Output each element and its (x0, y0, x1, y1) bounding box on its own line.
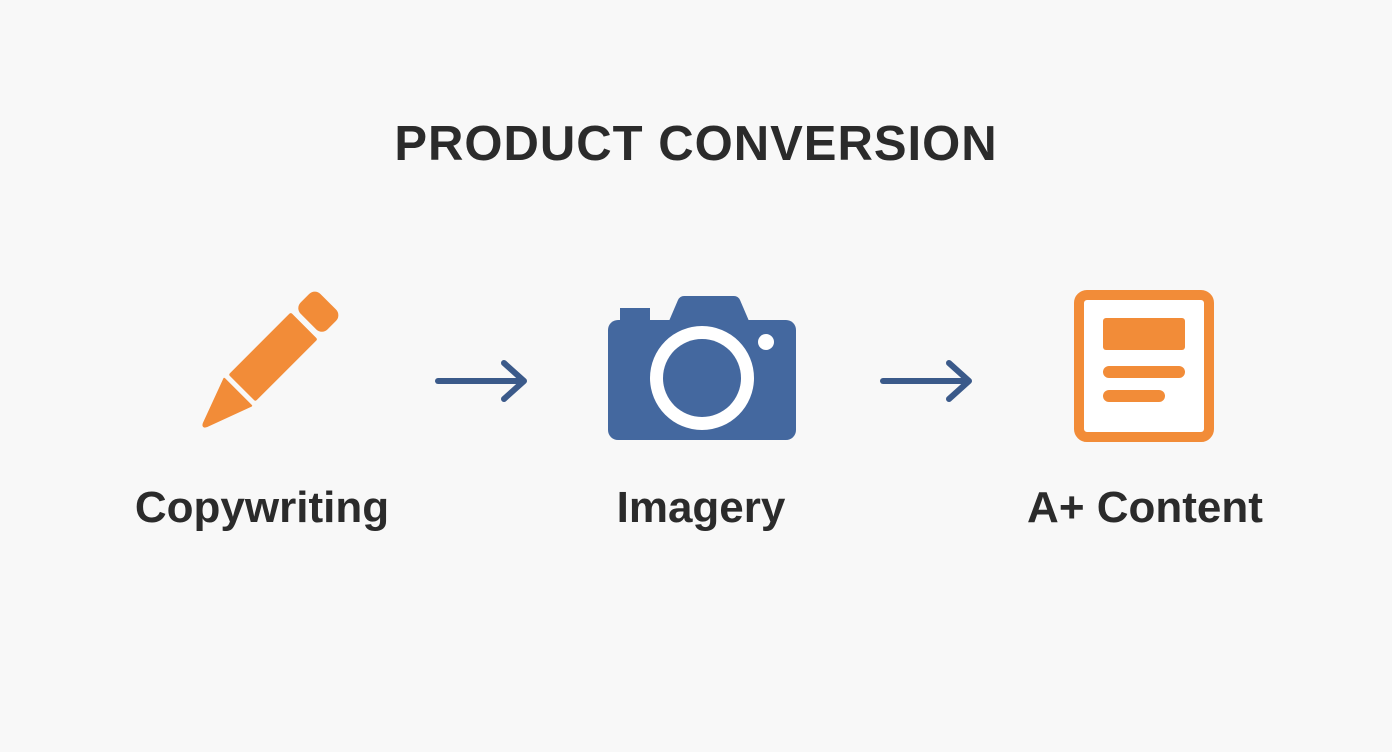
diagram-title: PRODUCT CONVERSION (394, 117, 998, 171)
pencil-icon (202, 291, 339, 428)
step-label-imagery: Imagery (616, 483, 786, 532)
arrow-right-icon (435, 360, 527, 402)
step-label-copywriting: Copywriting (134, 483, 390, 532)
step-label-a-plus-content: A+ Content (1027, 483, 1263, 532)
arrow-right-icon (880, 360, 972, 402)
camera-icon (608, 296, 796, 440)
document-icon (1074, 290, 1214, 442)
